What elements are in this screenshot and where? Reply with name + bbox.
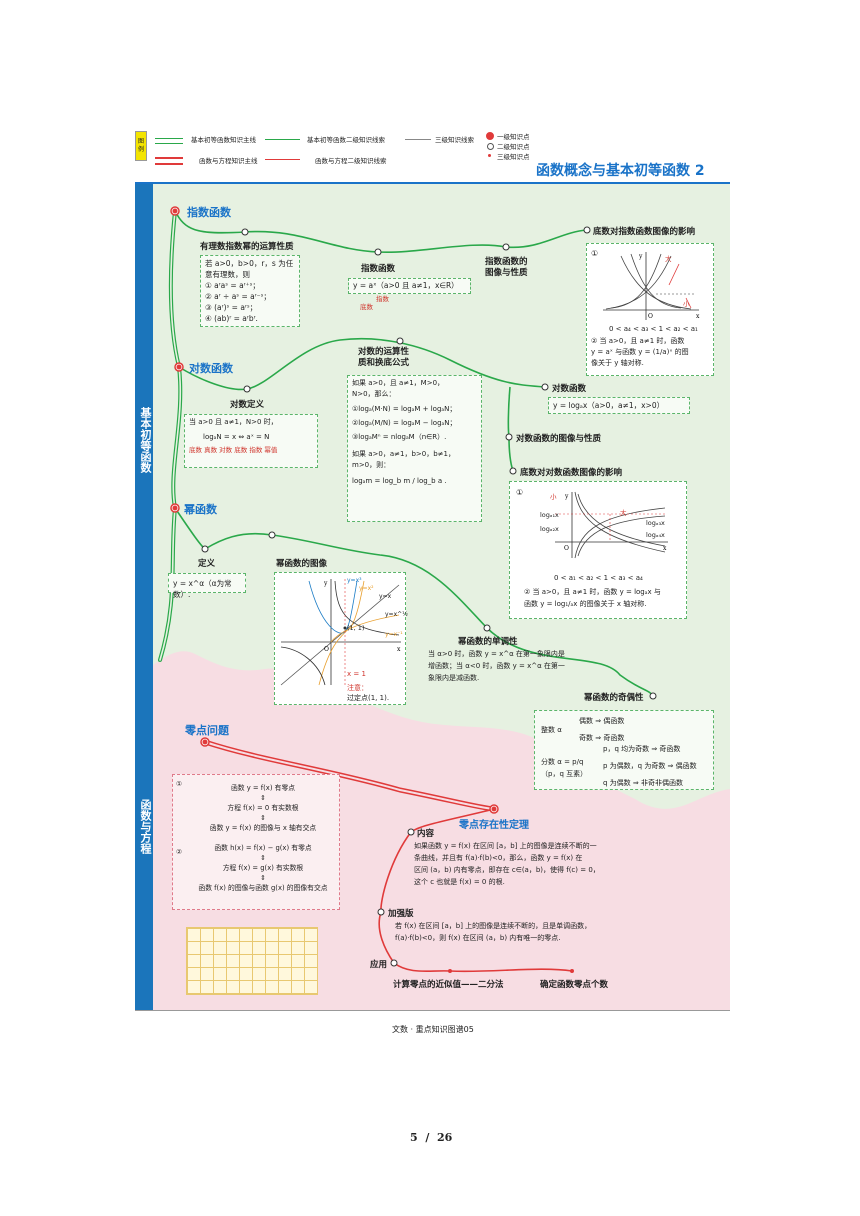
svg-text:y: y	[323, 580, 328, 587]
svg-text:y: y	[564, 493, 569, 500]
page-number: 5 / 26	[410, 1131, 453, 1144]
pow-mono-text: 当 α>0 时，函数 y = x^α 在第一象限内是增函数；当 α<0 时，函数…	[428, 650, 565, 682]
content-text: 如果函数 y = f(x) 在区间 [a，b] 上的图像是连续不断的一条曲线，并…	[414, 842, 600, 886]
exp-base-panel: ① O x y 大 小 0 < a₄ < a₃ < 1 < a₂ < a₁ ② …	[586, 243, 714, 376]
exp-def-label-base: 底数	[360, 303, 373, 311]
legend-item-1: 基本初等函数二级知识线索	[307, 136, 385, 144]
node-pow-mono: 幂函数的单调性	[458, 637, 518, 647]
strong-text: 若 f(x) 在区间 [a，b] 上的图像是连续不断的，且是单调函数，f(a)·…	[395, 922, 592, 942]
pow-curves-graph: y x O	[280, 579, 401, 686]
exp-curves-graph: O x y	[603, 252, 700, 320]
sidebar-top: 基本初等函数	[139, 407, 152, 473]
node-exp-graph: 指数函数的 图像与性质	[485, 257, 528, 278]
title-rule	[135, 182, 730, 184]
log-fn-box: y = logₐx（a>0，a≠1，x>0）	[548, 397, 690, 414]
log-base-panel: ① O x y 小 大 logₐ₁x logₐ₂x logₐ₃x logₐ₄x …	[509, 481, 687, 619]
map-bottom-rule	[135, 1010, 730, 1011]
zero-box: ① 函数 y = f(x) 有零点 ⇕ 方程 f(x) = 0 有实数根 ⇕ 函…	[172, 774, 340, 910]
legend-item-0: 基本初等函数知识主线	[191, 136, 256, 144]
legend-item-3: 函数与方程知识主线	[199, 157, 258, 165]
sidebar-bottom: 函数与方程	[139, 798, 152, 854]
node-content: 内容	[417, 829, 435, 839]
pow-graph-panel: y x O y=x³ y=x² y=x y=x^½ y=x⁻¹ (1, 1) x…	[274, 572, 408, 705]
node-pow-func: 幂函数	[184, 503, 217, 516]
log-ops-box: 如果 a>0，且 a≠1，M>0，N>0，那么： ①logₐ(M·N) = lo…	[347, 375, 482, 522]
log-def-box: 当 a>0 且 a≠1，N>0 时， logₐN = x ⇔ aˣ = N 底数…	[184, 414, 318, 468]
node-pow-def: 定义	[198, 559, 216, 569]
pow-def-box: y = x^α（α为常数）.	[168, 573, 246, 599]
node-zero-q: 零点问题	[185, 724, 229, 737]
node-exp-ops: 有理数指数幂的运算性质	[200, 242, 294, 252]
svg-text:x: x	[663, 545, 667, 552]
node-exp-base: 底数对指数函数图像的影响	[593, 227, 696, 237]
node-log-func: 对数函数	[189, 362, 233, 375]
svg-text:y: y	[638, 253, 643, 260]
node-strong: 加强版	[388, 909, 414, 919]
legend-dot-2: 三级知识点	[497, 153, 530, 161]
legend-dot-1: 二级知识点	[497, 143, 530, 151]
node-count: 确定函数零点个数	[540, 980, 609, 990]
dot-level1-icon	[486, 132, 494, 140]
exp-def-label-index: 指数	[376, 295, 389, 303]
pow-parity-box: 整数 α 偶数 ⇒ 偶函数 奇数 ⇒ 奇函数 分数 α = p/q （p，q 互…	[534, 710, 714, 790]
node-log-fn: 对数函数	[552, 384, 587, 394]
legend-item-4: 函数与方程二级知识线索	[315, 157, 387, 165]
node-apply: 应用	[370, 960, 388, 970]
page-title: 函数概念与基本初等函数 2	[536, 163, 705, 179]
node-bisect: 计算零点的近似值——二分法	[393, 980, 504, 990]
node-exp-func: 指数函数	[187, 206, 231, 219]
node-exp-def: 指数函数	[361, 264, 396, 274]
legend-item-2: 三级知识线索	[435, 136, 474, 144]
svg-text:x: x	[397, 646, 401, 653]
node-pow-parity: 幂函数的奇偶性	[584, 693, 644, 703]
svg-text:O: O	[324, 646, 329, 653]
grid-paper	[186, 927, 318, 995]
svg-text:x: x	[696, 313, 700, 320]
node-pow-graph: 幂函数的图像	[276, 559, 328, 569]
node-zero-thm: 零点存在性定理	[459, 820, 529, 831]
node-log-ops: 对数的运算性 质和换底公式	[358, 347, 410, 368]
exp-panel-cond: 0 < a₄ < a₃ < 1 < a₂ < a₁	[609, 325, 698, 333]
node-log-def: 对数定义	[230, 400, 265, 410]
legend-tag: 图例	[135, 131, 147, 161]
svg-text:O: O	[648, 313, 653, 320]
svg-text:O: O	[564, 545, 569, 552]
node-log-base: 底数对对数函数图像的影响	[520, 468, 623, 478]
exp-def-box: y = aˣ（a>0 且 a≠1，x∈R）	[348, 278, 471, 294]
node-log-graph: 对数函数的图像与性质	[516, 434, 602, 444]
legend: 图例 基本初等函数知识主线 基本初等函数二级知识线索 三级知识线索 函数与方程知…	[135, 128, 730, 166]
dot-level2-icon	[487, 143, 494, 150]
dot-level3-icon	[488, 154, 491, 157]
log-curves-graph: O x y	[555, 491, 668, 559]
log-panel-cond: 0 < a₁ < a₂ < 1 < a₃ < a₄	[554, 574, 643, 582]
legend-dot-0: 一级知识点	[497, 133, 530, 141]
footer: 文数 · 重点知识图谱05	[392, 1025, 474, 1034]
